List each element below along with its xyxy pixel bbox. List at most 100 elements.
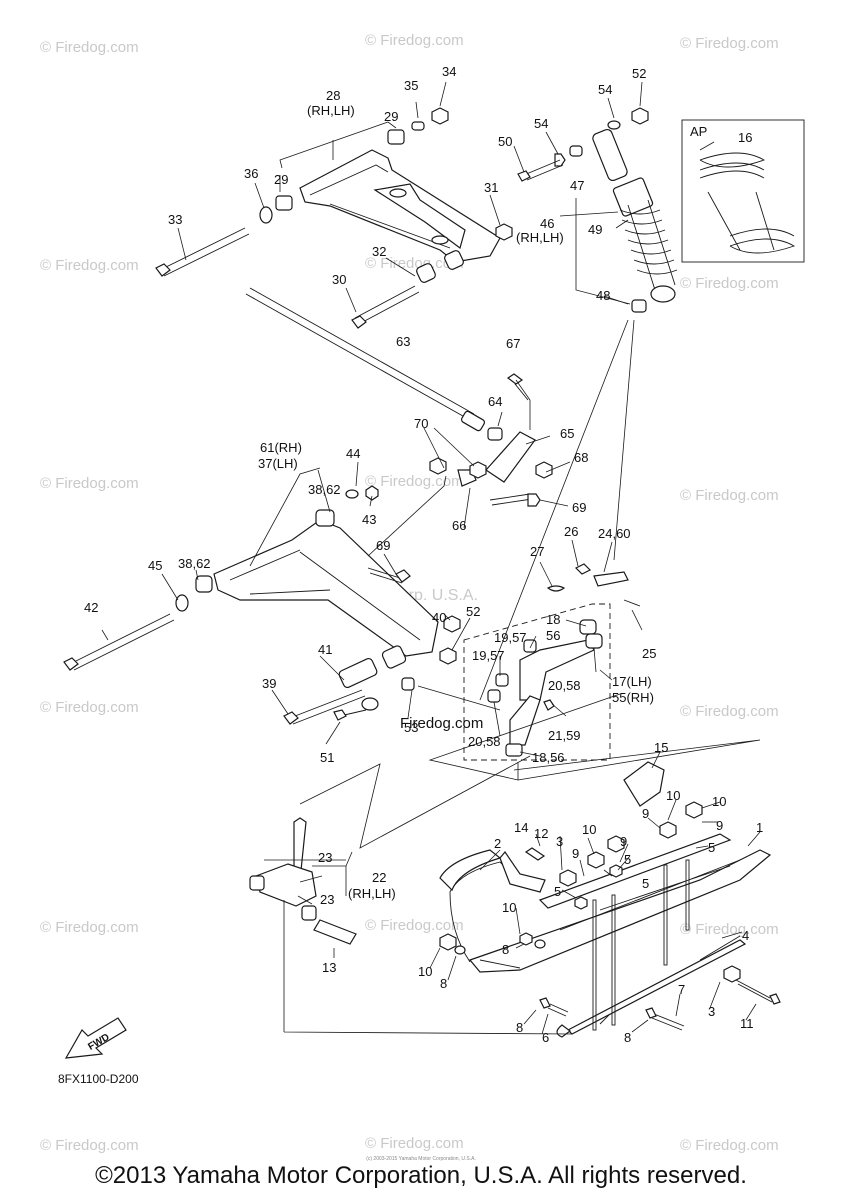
- callout: 22: [372, 870, 386, 885]
- diagram-code: 8FX1100-D200: [58, 1072, 139, 1086]
- callout: 7: [678, 982, 685, 997]
- watermark: © Firedog.com: [680, 1137, 779, 1154]
- callout: 3: [708, 1004, 715, 1019]
- callout: 44: [346, 446, 360, 461]
- mount-bolts: [592, 859, 690, 1031]
- callout: 10: [712, 794, 726, 809]
- watermark: © Firedog.com: [680, 35, 779, 52]
- watermark: © Firedog.com: [365, 1135, 464, 1152]
- callout: 55(RH): [612, 690, 654, 705]
- callout: 5: [642, 876, 649, 891]
- callout: 47: [570, 178, 584, 193]
- callout: 29: [274, 172, 288, 187]
- callout: 9: [642, 806, 649, 821]
- callout: 56: [546, 628, 560, 643]
- callout: 20,58: [468, 734, 501, 749]
- callout: (RH,LH): [348, 886, 396, 901]
- callout: 38,62: [308, 482, 341, 497]
- callout: 34: [442, 64, 456, 79]
- callout: 38,62: [178, 556, 211, 571]
- watermark: © Firedog.com: [680, 487, 779, 504]
- callout: 15: [654, 740, 668, 755]
- callout: 19,57: [494, 630, 527, 645]
- callout: 39: [262, 676, 276, 691]
- watermark: © Firedog.com: [680, 703, 779, 720]
- watermark: © Firedog.com: [40, 919, 139, 936]
- callout: 12: [534, 826, 548, 841]
- callout: 11: [740, 1016, 754, 1031]
- leader-lines: [101, 81, 761, 1035]
- watermark: © Firedog.com: [680, 921, 779, 938]
- callout: 28: [326, 88, 340, 103]
- callout: 43: [362, 512, 376, 527]
- ski: [439, 761, 781, 1038]
- watermark: © Firedog.com: [365, 473, 464, 490]
- callout: 16: [738, 130, 752, 145]
- callout: 54: [598, 82, 612, 97]
- callout: 70: [414, 416, 428, 431]
- callout: 3: [556, 834, 563, 849]
- callout: 10: [666, 788, 680, 803]
- fwd-arrow-icon: FWD: [64, 1017, 127, 1059]
- callout: 41: [318, 642, 332, 657]
- shock-absorber: [517, 107, 678, 313]
- callout: 9: [716, 818, 723, 833]
- callout: 26: [564, 524, 578, 539]
- callout: 49: [588, 222, 602, 237]
- callout: 64: [488, 394, 502, 409]
- callout: 53: [404, 720, 418, 735]
- callout: 63: [396, 334, 410, 349]
- callout: 24,60: [598, 526, 631, 541]
- callout: 35: [404, 78, 418, 93]
- callout: 37(LH): [258, 456, 298, 471]
- callout: 10: [418, 964, 432, 979]
- watermark: © Firedog.com: [680, 275, 779, 292]
- watermark: © Firedog.com: [365, 917, 464, 934]
- callout: 5: [708, 840, 715, 855]
- callout: (RH,LH): [307, 103, 355, 118]
- copyright-footer: ©2013 Yamaha Motor Corporation, U.S.A. A…: [95, 1162, 747, 1189]
- callout: 5: [624, 852, 631, 867]
- callout: 36: [244, 166, 258, 181]
- inset-label: AP: [690, 124, 707, 139]
- callout: (RH,LH): [516, 230, 564, 245]
- callout: 8: [440, 976, 447, 991]
- callout: 5: [554, 884, 561, 899]
- callout: 25: [642, 646, 656, 661]
- callout: 50: [498, 134, 512, 149]
- watermark: © Firedog.com: [365, 255, 464, 272]
- spindle-assembly: [463, 563, 641, 761]
- callout: 4: [742, 928, 749, 943]
- upper-a-arm: [155, 107, 513, 329]
- watermark: © Firedog.com: [40, 699, 139, 716]
- callout: 13: [322, 960, 336, 975]
- callout: 14: [514, 820, 528, 835]
- callout: 1: [756, 820, 763, 835]
- callouts: 28 (RH,LH) 35 34 29 29 36 33 31 32 30 52…: [84, 64, 763, 1045]
- callout: 33: [168, 212, 182, 227]
- callout: 54: [534, 116, 548, 131]
- watermark: © Firedog.com: [40, 475, 139, 492]
- watermark: © Firedog.com: [40, 39, 139, 56]
- watermark: © Firedog.com: [40, 1137, 139, 1154]
- callout: 61(RH): [260, 440, 302, 455]
- callout: 20,58: [548, 678, 581, 693]
- callout: 66: [452, 518, 466, 533]
- spindle-22: [249, 817, 357, 945]
- callout: 6: [542, 1030, 549, 1045]
- tiny-copyright: (c) 2003-2015 Yamaha Motor Corporation, …: [366, 1156, 476, 1162]
- callout: 67: [506, 336, 520, 351]
- callout: 9: [572, 846, 579, 861]
- callout: 8: [516, 1020, 523, 1035]
- callout: 8: [502, 942, 509, 957]
- callout: 48: [596, 288, 610, 303]
- watermark: © Firedog.com: [40, 257, 139, 274]
- callout: 42: [84, 600, 98, 615]
- firedog-text: Firedog.com: [400, 715, 483, 732]
- callout: 51: [320, 750, 334, 765]
- callout: 68: [574, 450, 588, 465]
- lower-a-arm: [63, 485, 461, 725]
- shaft-63: [245, 287, 553, 507]
- callout: 21,59: [548, 728, 581, 743]
